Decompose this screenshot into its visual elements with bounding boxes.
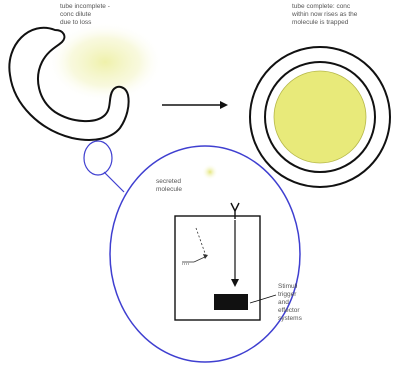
zoom-connector xyxy=(104,172,124,192)
molecule-pointer xyxy=(196,228,206,256)
transition-arrowhead xyxy=(220,101,228,109)
tube-complete-label: tube complete: conc within now rises as … xyxy=(292,3,407,27)
effector-block xyxy=(214,294,248,310)
molecule-entry-icon xyxy=(182,254,208,264)
trapped-molecule-fill xyxy=(274,71,366,163)
secreted-molecule-label: secreted molecule xyxy=(156,178,216,194)
stimuli-leader-line xyxy=(250,295,276,303)
tube-incomplete-label: tube incomplete - conc dilute due to los… xyxy=(60,3,160,27)
zoom-source-ellipse xyxy=(84,141,112,175)
stimuli-systems-label: Stimuli trigger and effector systems xyxy=(278,283,348,323)
signal-arrowhead xyxy=(231,279,239,287)
